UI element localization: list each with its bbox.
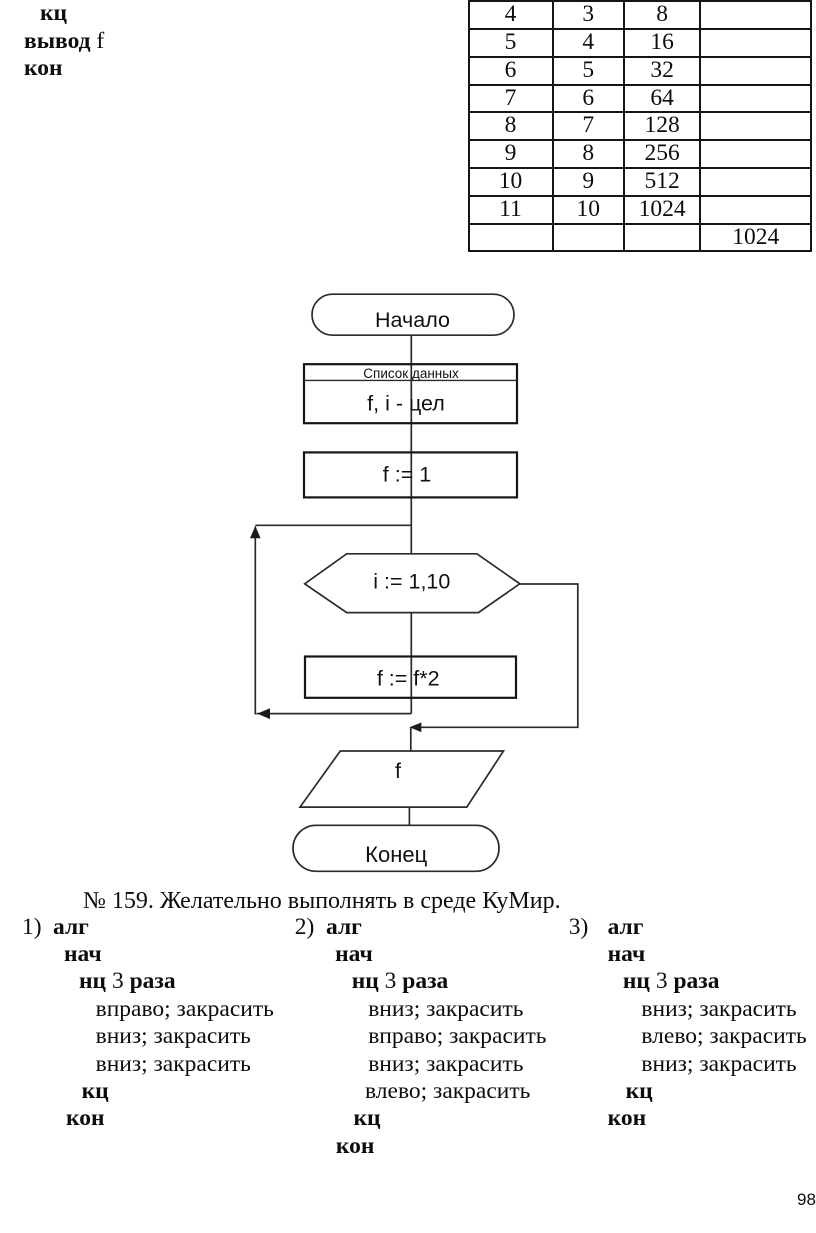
- svg-text:i := 1,10: i := 1,10: [373, 569, 450, 593]
- svg-text:Начало: Начало: [375, 308, 450, 332]
- svg-text:Список данных: Список данных: [363, 366, 459, 381]
- svg-text:f, i - цел: f, i - цел: [367, 392, 445, 416]
- svg-text:f := 1: f := 1: [383, 462, 431, 486]
- svg-text:f: f: [395, 759, 401, 783]
- svg-text:Конец: Конец: [365, 842, 427, 867]
- svg-text:f := f*2: f := f*2: [377, 667, 440, 691]
